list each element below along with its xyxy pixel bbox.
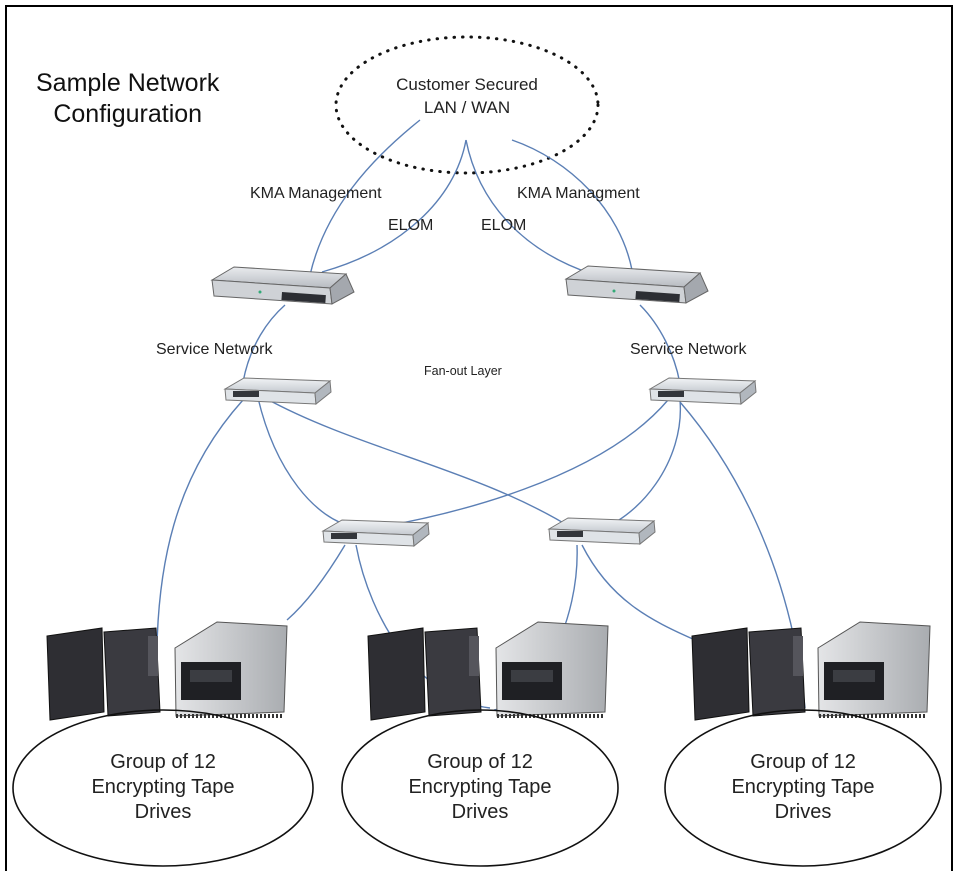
switch-fanout-right [547, 517, 656, 545]
cable-sw1-fan2 [264, 397, 576, 531]
cloud-label-line2: LAN / WAN [423, 98, 511, 117]
group-label-3-line2: Encrypting Tape [731, 776, 875, 798]
switch-service-left [223, 377, 332, 405]
cable-fan2-drives3 [581, 544, 696, 641]
cable-elom-right [465, 139, 593, 275]
diagram-title: Sample Network Configuration [36, 68, 219, 130]
fanout-layer-label: Fan-out Layer [424, 364, 502, 378]
cloud-label-line1: Customer Secured [396, 75, 538, 94]
group-label-2-line1: Group of 12 [427, 751, 533, 773]
diagram-title-line1: Sample Network [36, 69, 220, 97]
cable-sw1-fan1 [257, 397, 356, 528]
cable-fan1-drives1 [286, 544, 346, 621]
kma-server-right [564, 265, 709, 304]
tape-drives-group-3 [691, 621, 931, 721]
diagram-title-line2: Configuration [53, 100, 203, 128]
elom-left-label: ELOM [388, 217, 434, 234]
group-ellipse-3 [664, 709, 942, 867]
elom-right-label: ELOM [481, 217, 527, 234]
network-cables [156, 119, 806, 711]
group-label-1-line1: Group of 12 [110, 751, 216, 773]
group-label-2-line3: Drives [451, 801, 509, 823]
cable-kma-right [511, 139, 633, 271]
service-network-left-label: Service Network [156, 341, 273, 358]
tape-drives-group-1 [46, 621, 288, 721]
group-label-2-line2: Encrypting Tape [408, 776, 552, 798]
group-label-2: Group of 12 Encrypting Tape Drives [380, 750, 580, 825]
tape-drives-group-2 [367, 621, 609, 721]
kma-management-right-label: KMA Managment [517, 185, 640, 202]
diagram-frame [5, 5, 953, 871]
group-label-1: Group of 12 Encrypting Tape Drives [63, 750, 263, 825]
cable-service-left [242, 304, 286, 383]
lan-wan-cloud [334, 35, 600, 175]
cable-service-right [639, 304, 681, 385]
kma-management-left-label: KMA Management [250, 185, 382, 202]
group-ellipse-1 [12, 709, 314, 867]
kma-server-left [210, 266, 355, 305]
group-label-3-line1: Group of 12 [750, 751, 856, 773]
group-label-1-line2: Encrypting Tape [91, 776, 235, 798]
service-network-right-label: Service Network [630, 341, 747, 358]
cable-kma-left [309, 119, 421, 276]
cable-elom-left [321, 139, 467, 273]
group-label-1-line3: Drives [134, 801, 192, 823]
cloud-label: Customer Secured LAN / WAN [376, 73, 558, 119]
group-label-3: Group of 12 Encrypting Tape Drives [703, 750, 903, 825]
cable-sw2-fan1 [374, 399, 669, 529]
cable-sw2-fan2 [589, 399, 682, 534]
group-ellipse-2 [341, 709, 619, 867]
switch-service-right [648, 377, 757, 405]
switch-fanout-left [321, 519, 430, 547]
group-label-3-line3: Drives [774, 801, 832, 823]
